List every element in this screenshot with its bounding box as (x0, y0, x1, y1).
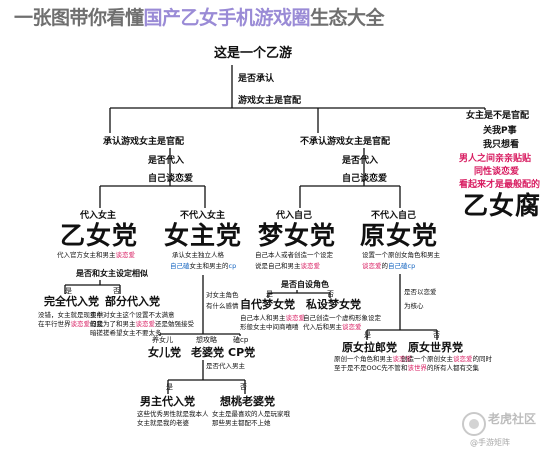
dream-no: 否 (327, 290, 334, 298)
heroine-q2: 有什么感情 (206, 302, 239, 310)
otome-no: 否 (113, 287, 120, 295)
oc-dream-title: 私设梦女党 (306, 298, 361, 311)
wife-hint: 是否代入男主 (206, 362, 245, 370)
q-selfinsert-left-1: 是否代入 (148, 156, 185, 166)
title-part-3: 生态大全 (310, 7, 385, 29)
dream-yes: 是 (266, 290, 273, 298)
page-title: 一张图带你看懂国产乙女手机游戏圈生态大全 (14, 7, 385, 30)
q-selfinsert-right-2: 自己谈恋爱 (342, 174, 388, 184)
right-line5: 同性谈恋爱 (474, 167, 520, 177)
wife-tag: 想攻略 (196, 336, 217, 344)
dream-desc1: 自己本人或者创造一个设定 (255, 251, 333, 259)
original-hint2: 为核心 (404, 302, 424, 310)
oc-dream-d2: 代入后和男主谈恋爱 (303, 323, 362, 331)
original-pair-d1: 原创一个角色和男主谈恋爱 (334, 355, 412, 363)
right-line3: 我只想看 (483, 140, 520, 150)
oc-dream-d1: 自己创造一个虚构形象设定 (303, 314, 381, 322)
right-line4: 男人之间亲亲贴贴 (459, 154, 532, 164)
full-insert-title: 完全代入党 (44, 295, 99, 308)
original-hint1: 是否以恋爱 (404, 288, 437, 296)
protect-wife-d2: 那些男主都配不上她 (212, 419, 271, 427)
q-recognize-line1: 是否承认 (238, 74, 275, 84)
title-part-2: 国产乙女手机游戏圈 (143, 7, 311, 29)
dream-tag: 代入自己 (276, 211, 313, 221)
heroine-desc: 承认女主独立人格 (172, 251, 224, 259)
original-world-title: 原女世界党 (408, 341, 463, 354)
full-insert-d1: 没错，女主就是现实中 (38, 311, 103, 319)
otome-title: 乙女党 (60, 221, 139, 250)
partial-insert-d1: 虽然对女主这个设置不太满意 (90, 311, 175, 319)
heroine-title: 女主党 (164, 221, 243, 250)
otome-hint: 是否和女主设定相似 (76, 269, 148, 278)
original-desc2: 谈恋爱的自己磕cp (362, 262, 416, 270)
otome-bl-title: 乙女腐 (463, 191, 542, 220)
daughter-title: 女儿党 (148, 346, 181, 359)
daughter-tag: 养女儿 (152, 336, 173, 344)
full-insert-d2: 在平行世界谈恋爱的我 (38, 320, 103, 328)
watermark-handle: @手游矩阵 (470, 438, 510, 447)
otome-tag: 代入女主 (80, 211, 117, 221)
male-insert-d1: 这些优秀男性就是我本人 (137, 410, 209, 418)
right-line2: 关我P事 (483, 126, 517, 136)
right-line6: 看起来才是最般配的 (459, 180, 541, 190)
q-selfinsert-right-1: 是否代入 (342, 156, 379, 166)
title-part-1: 一张图带你看懂 (14, 7, 144, 29)
heroine-q1: 对女主角色 (206, 291, 239, 299)
original-world-d2: 和该世界的所有人都有交集 (401, 364, 479, 372)
partial-insert-title: 部分代入党 (105, 295, 160, 308)
original-pair-title: 原女拉郎党 (342, 341, 397, 354)
dream-desc2: 说是自己和男主谈恋爱 (255, 262, 320, 270)
heroine-desc2: 自己磕女主和男主的cp (170, 262, 237, 270)
protect-wife-d1: 女主是最喜欢的人是玩家哦 (212, 410, 290, 418)
branch-recognize: 承认游戏女主是官配 (103, 137, 185, 147)
root-node: 这是一个乙游 (214, 46, 293, 61)
otome-desc: 代入官方女主和男主谈恋爱 (57, 251, 135, 259)
cp-title: CP党 (228, 346, 256, 359)
original-pair-d2: 至于是不是OOC先不管 (334, 364, 401, 372)
protect-wife-title: 想桃老婆党 (220, 395, 275, 408)
heroine-tag: 不代入女主 (180, 211, 226, 221)
right-line1: 女主是不是官配 (466, 111, 530, 121)
self-dream-title: 自代梦女党 (240, 298, 295, 311)
original-yes: 是 (364, 331, 371, 339)
watermark-brand: 老虎社区 (488, 412, 537, 426)
q-recognize-line2: 游戏女主是官配 (238, 96, 302, 106)
original-tag: 不代入自己 (371, 211, 417, 221)
self-dream-d2: 形般女主中间商嘻嘻 (240, 323, 299, 331)
original-no: 否 (433, 331, 440, 339)
self-dream-d1: 自己本人和男主谈恋爱 (240, 314, 305, 322)
dream-title: 梦女党 (258, 221, 337, 250)
partial-insert-d3: 暗搓搓希望女主不要太多 (90, 329, 162, 337)
tiger-logo-icon (462, 412, 486, 436)
branch-not-recognize: 不承认游戏女主是官配 (300, 137, 391, 147)
wife-yes: 是 (166, 383, 173, 391)
male-insert-title: 男主代入党 (140, 395, 195, 408)
wife-no: 否 (240, 383, 247, 391)
wife-title: 老婆党 (191, 346, 224, 359)
original-world-d1: 创造一个原创女主谈恋爱的同时 (401, 355, 492, 363)
male-insert-d2: 女主就是我的老婆 (137, 419, 189, 427)
original-title: 原女党 (360, 221, 439, 250)
otome-yes: 是 (65, 287, 72, 295)
dream-hint: 是否自设角色 (281, 280, 329, 289)
cp-tag: 磕cp (233, 336, 249, 344)
q-selfinsert-left-2: 自己谈恋爱 (148, 174, 194, 184)
partial-insert-d2: 但是为了和男主谈恋爱还是勉强接受 (90, 320, 194, 328)
original-desc1: 设置一个原创女角色和男主 (362, 251, 440, 259)
